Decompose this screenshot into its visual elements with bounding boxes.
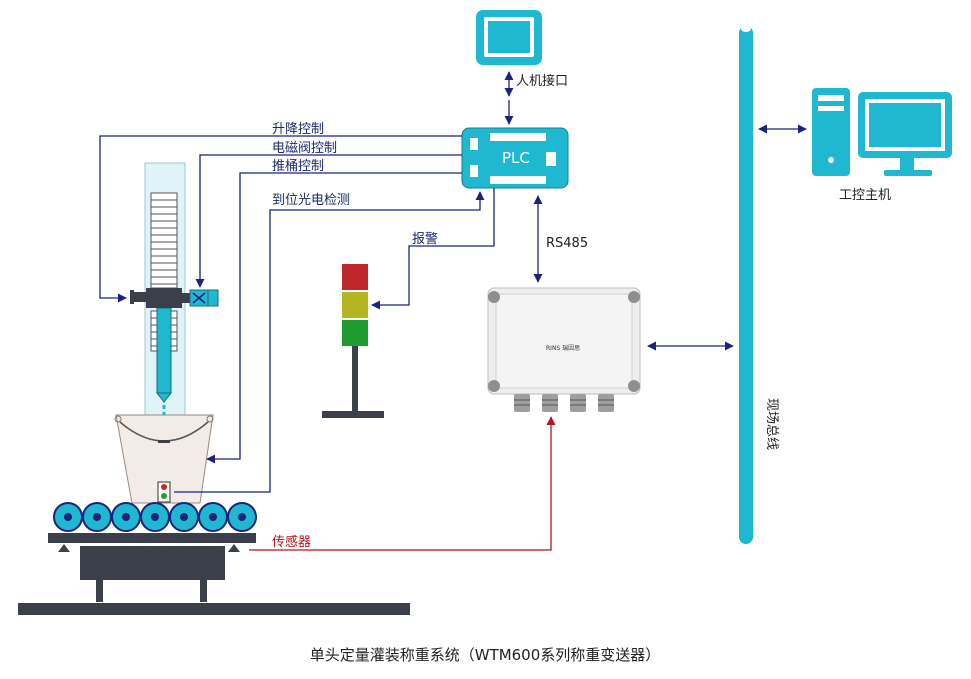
sensor-line (249, 416, 556, 551)
sensor-label: 传感器 (272, 534, 311, 550)
fieldbus-label: 现场总线 (764, 398, 779, 450)
computer-icon (812, 88, 952, 176)
conveyor-rollers (53, 502, 257, 532)
transmitter-brand: RINS 瑞因思 (546, 344, 580, 352)
photo-detect-line (174, 191, 485, 493)
lift-control-line (99, 135, 462, 303)
monitor-icon (476, 10, 542, 65)
push-control-label: 推桶控制 (272, 159, 324, 174)
bucket (114, 414, 214, 504)
solenoid-valve-icon (189, 289, 219, 307)
fieldbus (739, 26, 753, 544)
filling-machine (18, 162, 410, 615)
rs485-label: RS485 (546, 236, 588, 251)
alarm-line (371, 188, 495, 310)
ipc-label: 工控主机 (839, 188, 891, 203)
solenoid-control-label: 电磁阀控制 (272, 141, 337, 156)
signal-tower-icon (322, 264, 384, 418)
conveyor-belt (48, 533, 256, 543)
cable-glands (514, 394, 614, 412)
filling-nozzle (156, 307, 172, 394)
transmitter-box-icon (487, 287, 641, 412)
photo-detect-label: 到位光电检测 (272, 193, 350, 208)
lift-actuator (146, 288, 182, 308)
hmi-label: 人机接口 (516, 73, 568, 89)
lift-control-label: 升降控制 (272, 122, 324, 137)
solenoid-control-line (195, 154, 462, 288)
floor-base (18, 603, 410, 615)
alarm-label: 报警 (412, 231, 438, 247)
push-control-line (206, 172, 462, 464)
diagram-caption: 单头定量灌装称重系统（WTM600系列称重变送器） (310, 646, 661, 664)
photo-sensor-icon (157, 481, 171, 503)
plc-label: PLC (502, 149, 530, 167)
plc-icon (461, 127, 569, 189)
connections (99, 71, 807, 493)
scale-platform (80, 546, 225, 580)
